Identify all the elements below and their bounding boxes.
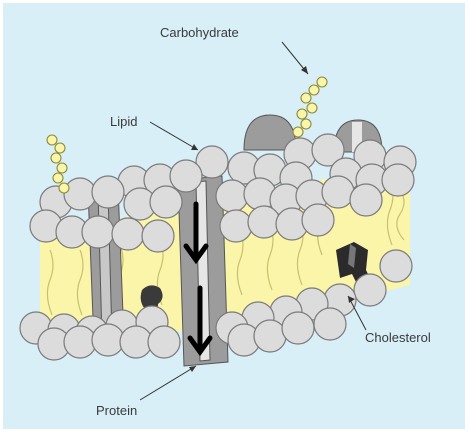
label-cholesterol: Cholesterol xyxy=(365,330,431,345)
label-carbohydrate: Carbohydrate xyxy=(160,25,239,40)
label-lipid: Lipid xyxy=(110,114,137,129)
label-protein: Protein xyxy=(96,403,137,418)
